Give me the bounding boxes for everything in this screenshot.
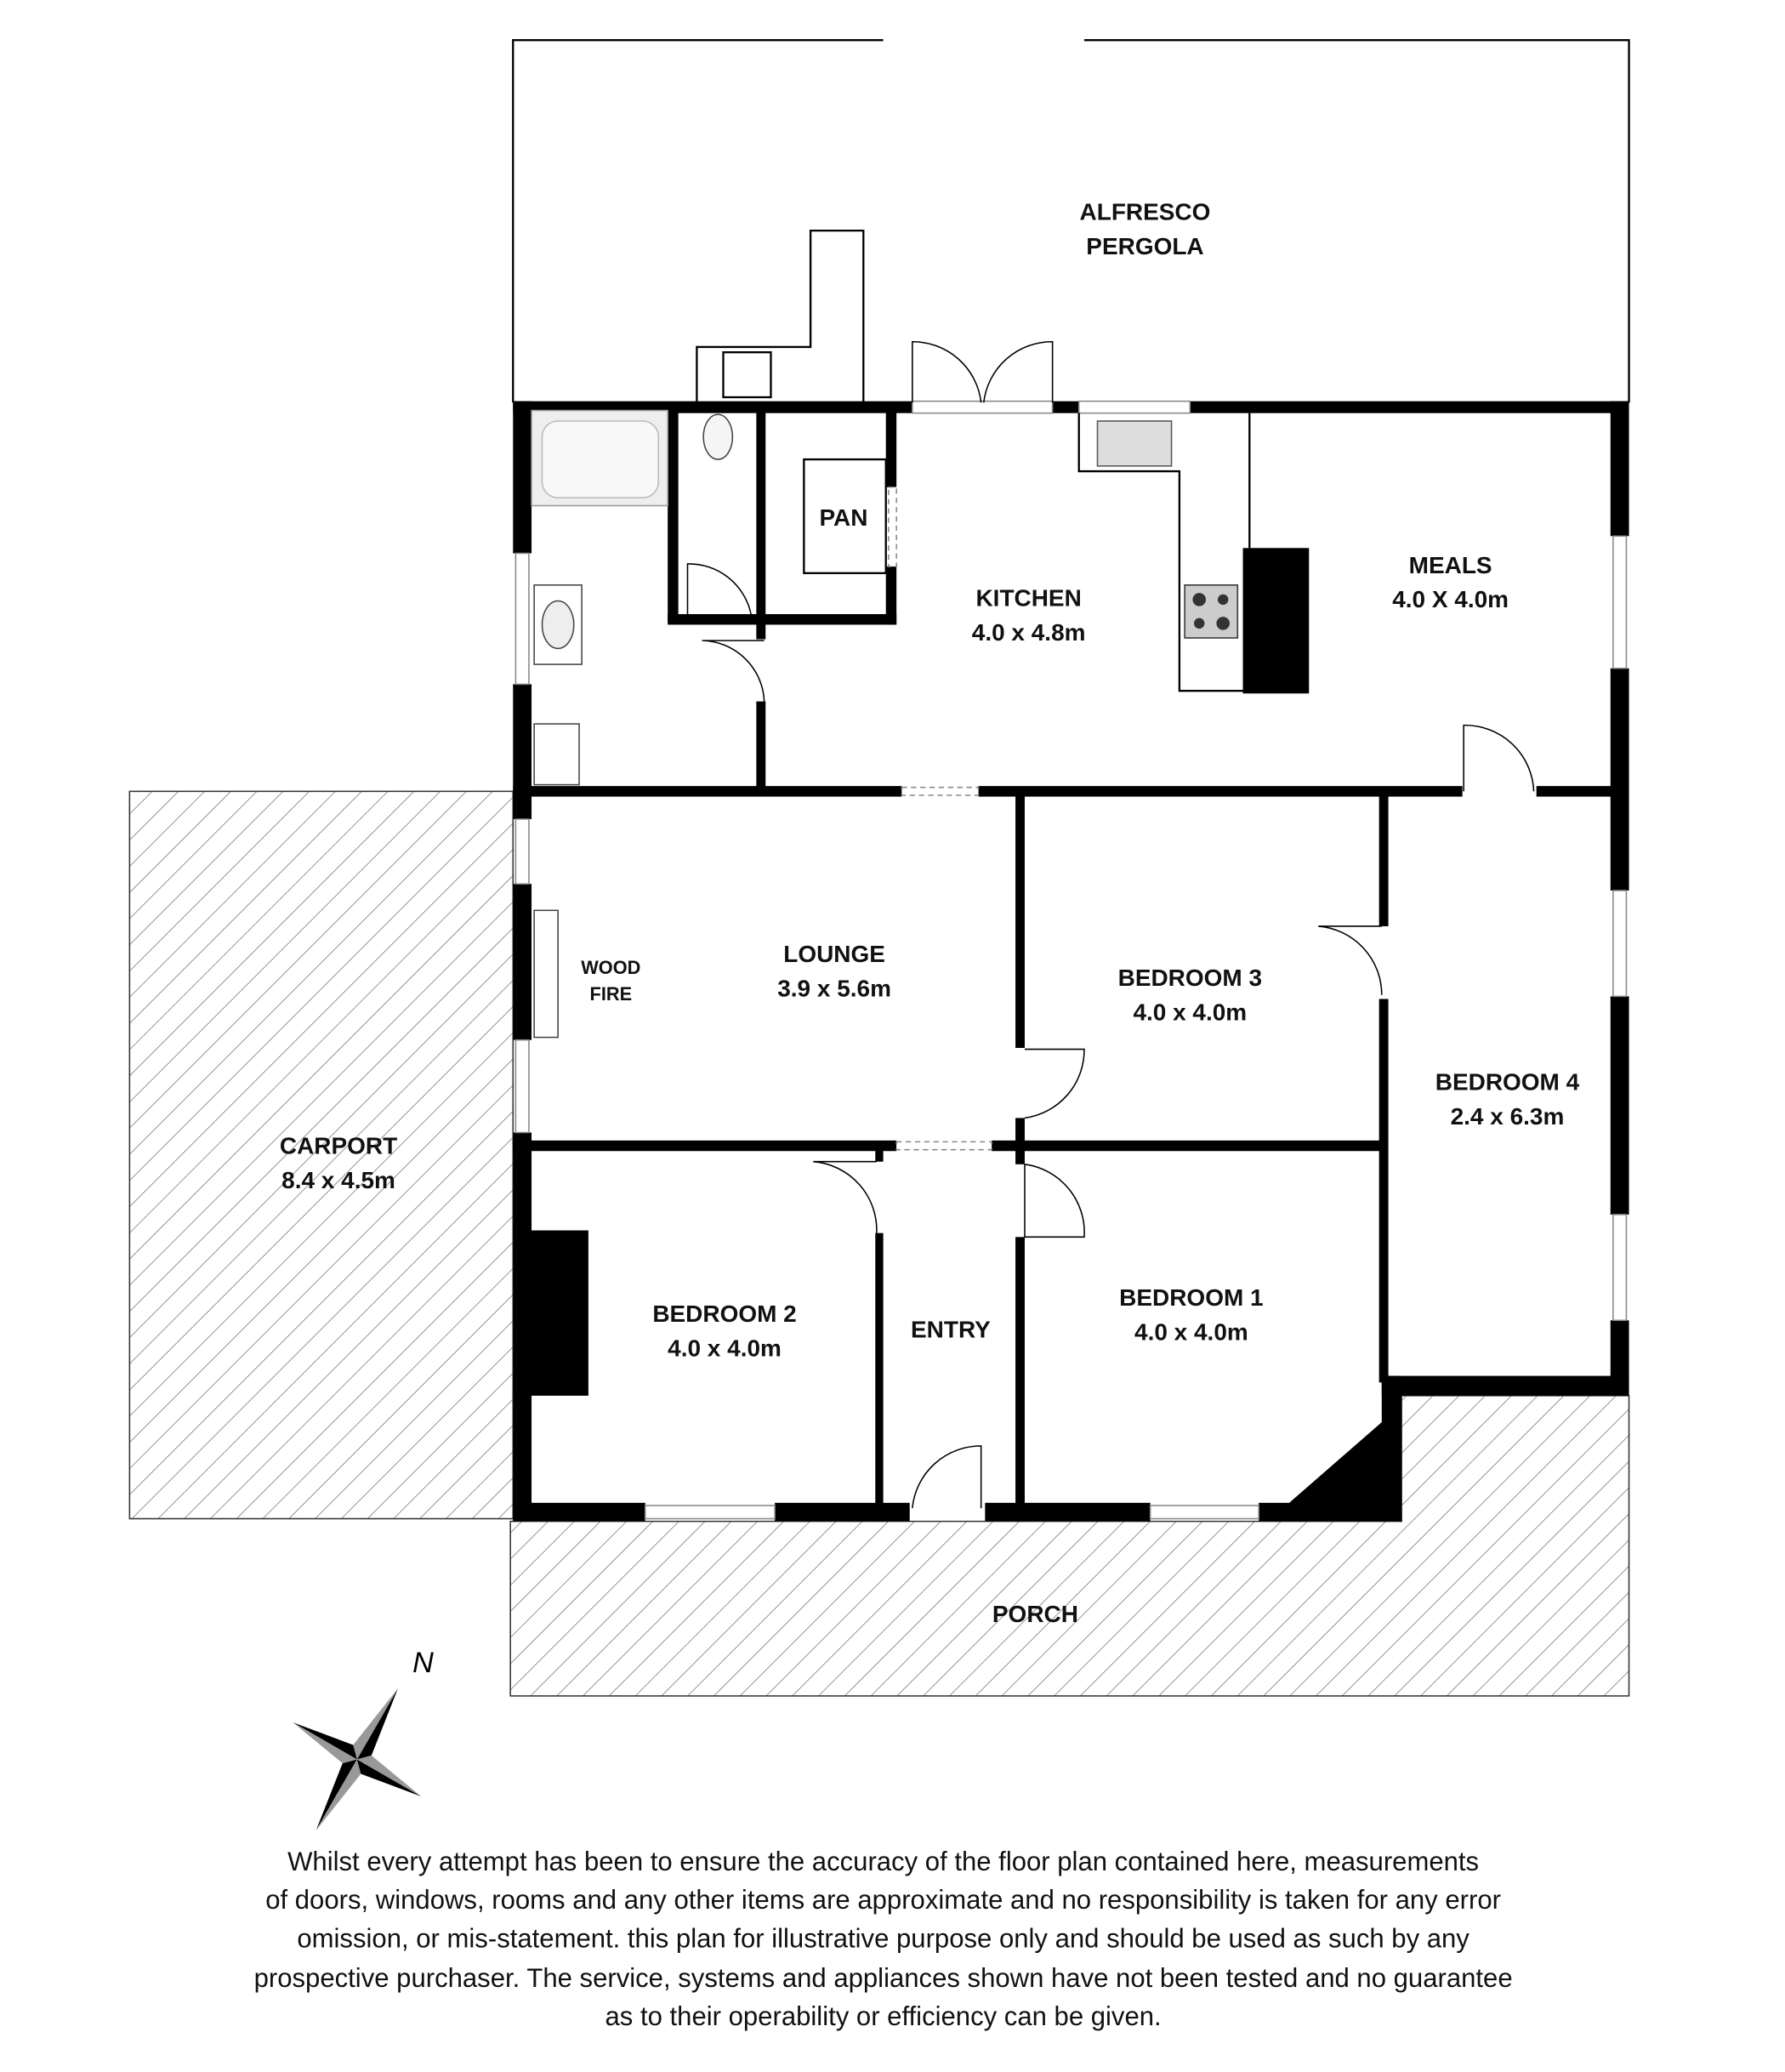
bedroom2-size: 4.0 x 4.0m [668,1335,782,1361]
walls [513,401,1629,1522]
porch-area [509,1395,1630,1697]
kitchen-label: KITCHEN [975,585,1081,612]
bedroom2-label: BEDROOM 2 [652,1301,796,1327]
toilet [702,413,734,460]
meals-label: MEALS [1409,552,1492,578]
basin [541,600,575,650]
disclaimer-line: as to their operability or efficiency ca… [605,2001,1162,2031]
carport-area [128,790,514,1520]
disclaimer-line: Whilst every attempt has been to ensure … [287,1847,1479,1876]
pan-label: PAN [819,504,867,531]
kitchen-sink [1096,420,1173,467]
disclaimer-line: prospective purchaser. The service, syst… [254,1963,1513,1993]
compass-north-label: N [412,1647,434,1679]
bedroom4-size: 2.4 x 6.3m [1451,1103,1565,1130]
wood-fire-label-1: WOOD [581,957,640,978]
bedroom3-label: BEDROOM 3 [1118,965,1262,991]
meals-size: 4.0 X 4.0m [1392,586,1509,612]
carport-size: 8.4 x 4.5m [281,1167,395,1193]
disclaimer: Whilst every attempt has been to ensure … [254,1847,1513,2031]
alfresco-outline [512,39,1630,403]
bedroom3-size: 4.0 x 4.0m [1133,999,1247,1025]
wood-fire-label-2: FIRE [590,983,633,1005]
pergola-label: PERGOLA [1086,233,1203,259]
disclaimer-line: omission, or mis-statement. this plan fo… [297,1923,1469,1953]
disclaimer-line: of doors, windows, rooms and any other i… [265,1885,1501,1915]
compass-icon [293,1688,422,1830]
doors [686,340,1535,1509]
wood-fire-unit [533,909,559,1039]
carport-label: CARPORT [280,1132,397,1158]
lounge-size: 3.9 x 5.6m [777,975,891,1001]
alfresco-label: ALFRESCO [1080,199,1211,225]
entry-label: ENTRY [911,1316,991,1342]
lounge-label: LOUNGE [783,941,885,967]
porch-label: PORCH [992,1601,1078,1627]
bedroom4-label: BEDROOM 4 [1435,1069,1580,1096]
fixtures [531,409,1251,1039]
kitchen-size: 4.0 x 4.8m [972,619,1086,646]
bedroom1-label: BEDROOM 1 [1119,1284,1263,1311]
bedroom1-size: 4.0 x 4.0m [1134,1319,1248,1346]
cooktop [1184,584,1239,639]
windows [514,400,1628,1520]
room-labels: ALFRESCO PERGOLA PAN KITCHEN 4.0 x 4.8m … [280,199,1580,1627]
